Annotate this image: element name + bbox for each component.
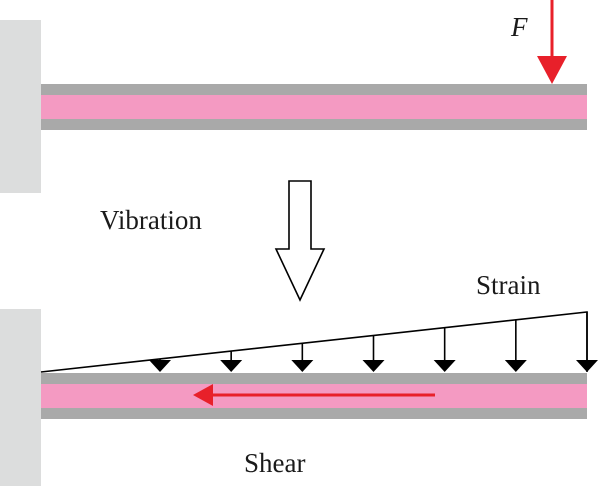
strain-distribution [40, 311, 598, 373]
strain-arrow [433, 327, 456, 372]
strain-label: Strain [476, 270, 541, 300]
strain-arrow [504, 319, 527, 372]
bottom-cantilever: Strain Shear [0, 270, 598, 486]
top-beam-core [41, 95, 587, 119]
top-cantilever: F [0, 0, 587, 193]
top-wall-support [0, 20, 41, 193]
vibration-transition: Vibration [100, 180, 326, 302]
top-beam-upper-skin [41, 84, 587, 95]
force-arrow [537, 0, 567, 84]
bottom-beam-lower-skin [41, 408, 587, 419]
strain-arrow [149, 358, 171, 372]
force-label: F [510, 12, 528, 42]
vibration-label: Vibration [100, 205, 202, 235]
strain-arrow [576, 312, 598, 372]
bottom-wall-support [0, 309, 41, 486]
shear-arrow [193, 384, 435, 406]
strain-arrow [362, 335, 385, 372]
strain-envelope [40, 311, 588, 373]
shear-label: Shear [244, 448, 305, 478]
down-arrow-icon [274, 180, 326, 302]
top-beam-lower-skin [41, 119, 587, 130]
strain-arrow [220, 351, 243, 372]
strain-arrow [291, 343, 314, 372]
bottom-beam-upper-skin [41, 373, 587, 384]
